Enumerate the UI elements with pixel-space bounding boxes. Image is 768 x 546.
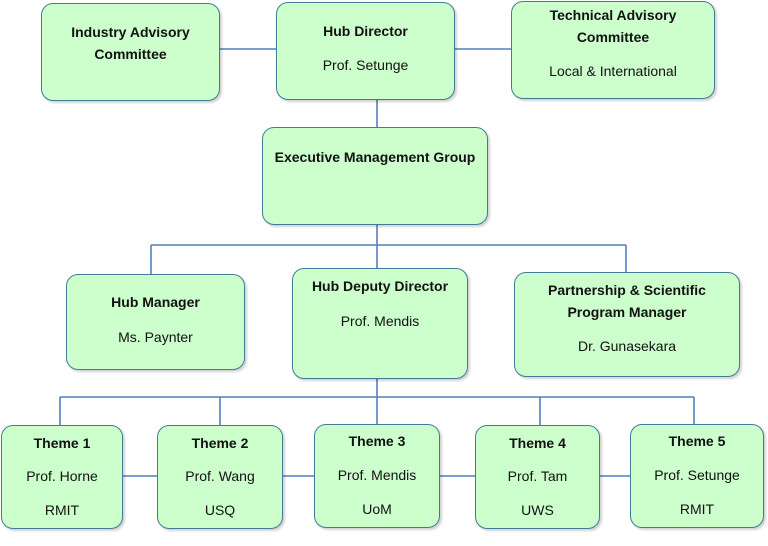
theme-5-title: Theme 5 <box>668 433 726 449</box>
executive-management-group-box: Executive Management Group <box>262 127 488 225</box>
hub-director-title: Hub Director <box>323 23 408 39</box>
hub-manager-title: Hub Manager <box>111 294 200 310</box>
theme-3-title: Theme 3 <box>348 433 406 449</box>
theme-1-title: Theme 1 <box>33 435 91 451</box>
technical-title-line2: Committee <box>576 29 650 45</box>
theme-1-box: Theme 1 Prof. Horne RMIT <box>1 425 123 529</box>
technical-subtitle: Local & International <box>549 63 677 79</box>
hub-director-name: Prof. Setunge <box>322 57 409 73</box>
partnership-title-line2: Program Manager <box>567 304 687 320</box>
deputy-title: Hub Deputy Director <box>311 278 449 294</box>
theme-3-org: UoM <box>362 501 392 517</box>
partnership-name: Dr. Gunasekara <box>577 338 677 354</box>
hub-deputy-director-box: Hub Deputy Director Prof. Mendis <box>292 268 468 379</box>
partnership-manager-box: Partnership & Scientific Program Manager… <box>514 272 740 377</box>
theme-5-org: RMIT <box>679 501 715 517</box>
theme-4-org: UWS <box>521 502 554 518</box>
theme-1-name: Prof. Horne <box>26 468 98 484</box>
theme-4-name: Prof. Tam <box>507 468 568 484</box>
technical-advisory-committee-box: Technical Advisory Committee Local & Int… <box>511 1 715 99</box>
partnership-title-line1: Partnership & Scientific <box>548 282 706 298</box>
industry-advisory-committee-box: Industry Advisory Committee <box>41 3 220 101</box>
theme-3-box: Theme 3 Prof. Mendis UoM <box>314 424 440 528</box>
hub-manager-box: Hub Manager Ms. Paynter <box>66 274 245 370</box>
theme-4-box: Theme 4 Prof. Tam UWS <box>475 425 600 529</box>
technical-title-line1: Technical Advisory <box>549 7 677 23</box>
theme-5-name: Prof. Setunge <box>654 467 740 483</box>
theme-2-name: Prof. Wang <box>185 468 255 484</box>
hub-director-box: Hub Director Prof. Setunge <box>276 2 455 100</box>
theme-2-box: Theme 2 Prof. Wang USQ <box>157 425 283 529</box>
theme-3-name: Prof. Mendis <box>337 467 417 483</box>
executive-title: Executive Management Group <box>274 149 476 165</box>
hub-manager-name: Ms. Paynter <box>118 329 193 345</box>
theme-2-org: USQ <box>204 502 236 518</box>
theme-1-org: RMIT <box>44 502 80 518</box>
deputy-name: Prof. Mendis <box>340 313 420 329</box>
theme-5-box: Theme 5 Prof. Setunge RMIT <box>630 424 764 528</box>
industry-title-line1: Industry Advisory <box>71 24 190 40</box>
theme-4-title: Theme 4 <box>509 435 566 451</box>
theme-2-title: Theme 2 <box>191 435 249 451</box>
industry-title-line2: Committee <box>94 46 167 62</box>
